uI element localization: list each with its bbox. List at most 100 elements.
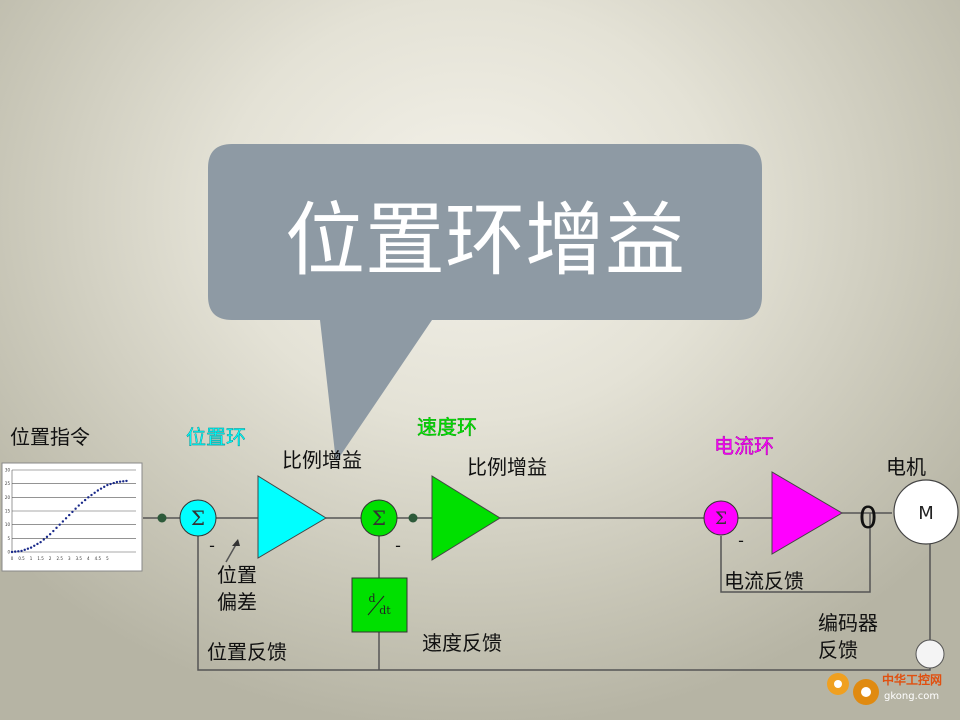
plot-point — [71, 510, 74, 514]
watermark-name: 中华工控网 — [882, 672, 942, 687]
plot-x-tick-label: 5 — [106, 556, 109, 561]
plot-point — [36, 542, 39, 546]
plot-y-tick-label: 0 — [7, 550, 10, 555]
plot-point — [118, 480, 122, 483]
plot-x-tick-label: 0 — [11, 556, 14, 561]
plot-point — [87, 496, 90, 499]
plot-point — [83, 498, 87, 502]
callout-shape — [208, 144, 762, 462]
plot-point — [109, 482, 112, 486]
plot-point — [52, 529, 55, 533]
plot-x-tick-label: 1.5 — [37, 556, 44, 561]
current-gain-amplifier — [771, 471, 843, 555]
encoder-feedback-label-line1: 编码器 — [818, 611, 878, 635]
plot-y-tick-label: 25 — [5, 481, 11, 486]
position-gain-amplifier — [257, 475, 327, 559]
callout-title: 位置环增益 — [285, 194, 685, 287]
plot-x-tick-label: 4 — [87, 556, 90, 561]
speed-feedback-label: 速度反馈 — [422, 631, 502, 655]
plot-point — [96, 489, 100, 492]
position-error-label-line2: 偏差 — [217, 590, 257, 614]
plot-point — [39, 540, 42, 544]
plot-point — [106, 483, 109, 487]
title-callout: 位置环增益 — [208, 144, 762, 462]
gear-icon — [827, 673, 879, 705]
plot-point — [90, 493, 93, 497]
watermark: 中华工控网 gkong.com — [827, 672, 942, 705]
plot-x-tick-label: 2 — [49, 556, 52, 561]
plot-point — [55, 526, 58, 530]
plot-point — [125, 479, 128, 483]
current-loop-label: 电流环 — [714, 434, 774, 458]
plot-point — [58, 523, 61, 526]
plot-frame — [1, 462, 143, 572]
plot-y-tick-label: 15 — [5, 509, 11, 514]
plot-point — [26, 547, 30, 550]
motor-letter: M — [918, 503, 934, 524]
plot-point — [77, 504, 80, 507]
sigma-symbol: Σ — [372, 506, 386, 530]
plot-x-tick-label: 2.5 — [57, 556, 64, 561]
plot-point — [33, 544, 36, 548]
plot-x-tick-label: 3.5 — [76, 556, 83, 561]
plot-point — [80, 501, 84, 504]
plot-point — [68, 513, 71, 517]
speed-gain-amplifier — [431, 475, 501, 561]
current-minus-sign: - — [738, 531, 744, 550]
plot-x-tick-label: 3 — [68, 556, 71, 561]
encoder-icon — [915, 639, 945, 669]
speed-junction-dot — [408, 513, 418, 523]
plot-y-tick-label: 30 — [5, 468, 11, 473]
plot-point — [64, 517, 68, 520]
plot-point — [20, 549, 23, 553]
zero-symbol: 0 — [858, 501, 877, 536]
plot-point — [13, 550, 17, 553]
motor-label: 电机 — [886, 455, 926, 479]
watermark-url: gkong.com — [884, 691, 939, 702]
plot-y-tick-label: 5 — [7, 536, 10, 541]
plot-x-tick-label: 1 — [30, 556, 33, 561]
position-loop-label: 位置环 — [186, 425, 246, 449]
derivative-d: d — [368, 592, 375, 605]
plot-y-tick-label: 10 — [5, 522, 11, 527]
position-command-label: 位置指令 — [10, 425, 90, 449]
plot-point — [45, 535, 49, 539]
position-feedback-label: 位置反馈 — [207, 640, 287, 664]
plot-point — [10, 550, 14, 554]
position-error-label-line1: 位置 — [217, 563, 257, 587]
plot-x-tick-label: 0.5 — [18, 556, 25, 561]
plot-point — [74, 507, 77, 510]
plot-point — [122, 480, 125, 483]
plot-point — [42, 538, 45, 541]
plot-point — [112, 481, 115, 485]
speed-loop-label: 速度环 — [417, 415, 477, 439]
plot-point — [17, 550, 20, 553]
current-summing-junction: Σ — [703, 500, 739, 536]
position-error-arrowhead — [232, 539, 240, 546]
plot-point — [115, 480, 119, 484]
sigma-symbol: Σ — [191, 506, 205, 530]
plot-point — [48, 533, 52, 536]
plot-point — [61, 520, 65, 523]
derivative-block: d dt — [351, 577, 408, 633]
derivative-dt: dt — [379, 604, 391, 617]
plot-point — [29, 546, 33, 549]
speed-summing-junction: Σ — [360, 499, 398, 537]
plot-grid — [11, 469, 136, 553]
current-feedback-label: 电流反馈 — [724, 569, 804, 593]
input-junction-dot — [157, 513, 167, 523]
sigma-symbol: Σ — [715, 509, 727, 529]
plot-y-tick-label: 20 — [5, 495, 11, 500]
position-minus-sign: - — [209, 536, 215, 555]
position-summing-junction: Σ — [179, 499, 217, 537]
plot-point — [93, 491, 96, 494]
position-gain-label: 比例增益 — [282, 448, 362, 472]
plot-point — [23, 548, 26, 552]
speed-gain-label: 比例增益 — [467, 455, 547, 479]
encoder-feedback-label-line2: 反馈 — [818, 638, 858, 662]
plot-point — [99, 487, 103, 490]
speed-minus-sign: - — [395, 536, 401, 555]
